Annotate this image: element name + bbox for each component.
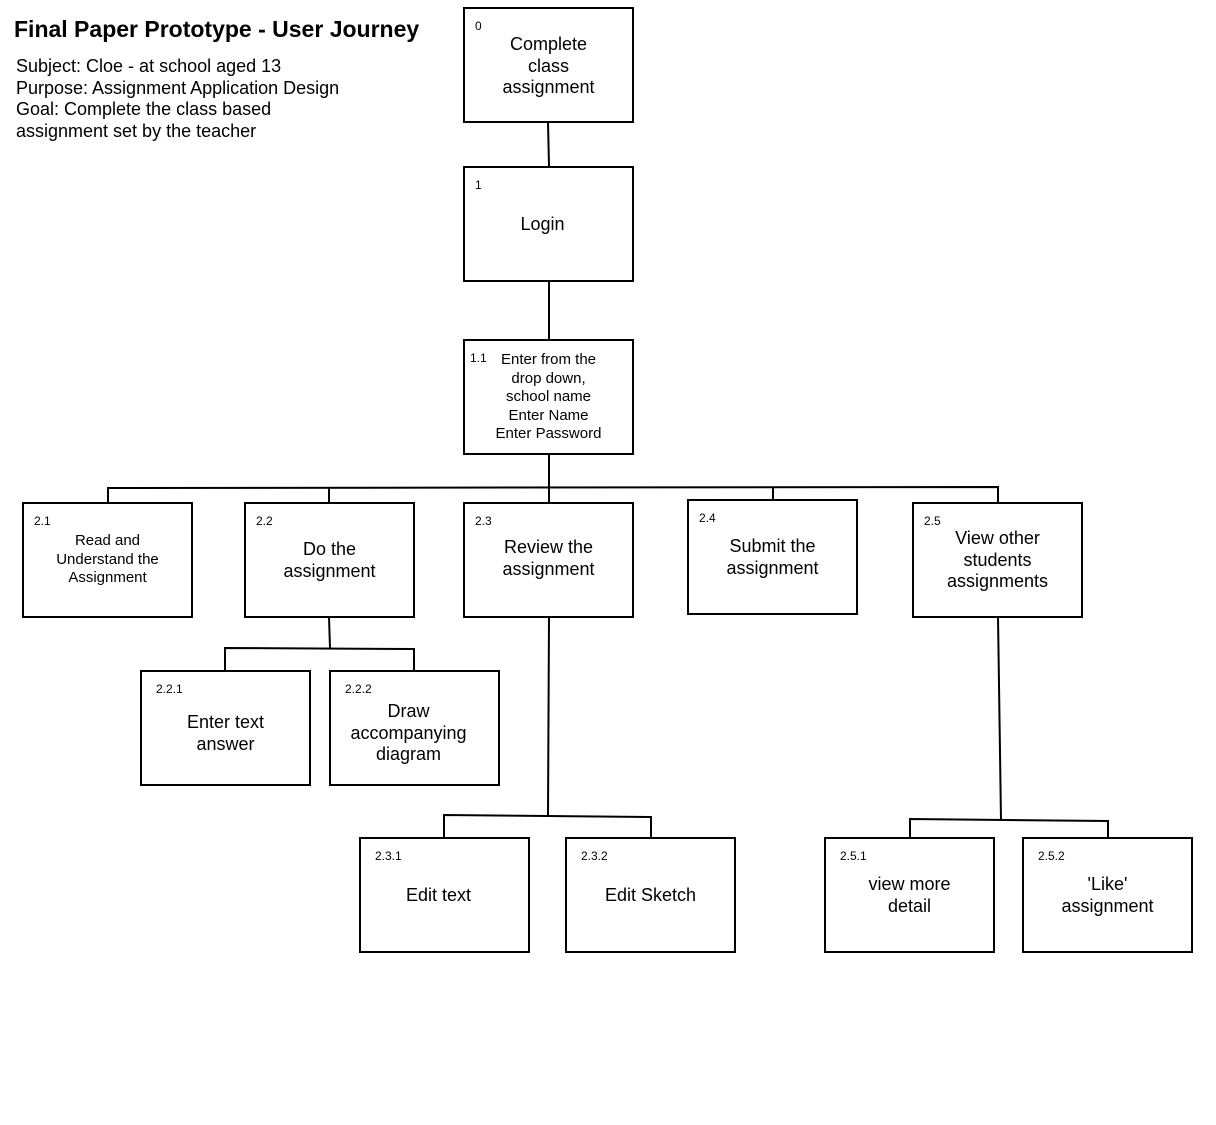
task-number: 1.1: [470, 351, 487, 365]
task-label: Enter text answer: [186, 712, 265, 754]
task-label: Draw accompanying diagram: [350, 701, 467, 764]
journey-info: Subject: Cloe - at school aged 13 Purpos…: [16, 56, 376, 142]
edge-0-1: [547, 121, 550, 168]
task-node-2-3: 2.3 Review the assignment: [463, 502, 634, 618]
task-number: 2.3.2: [581, 849, 608, 863]
edge-2.3-children: [443, 813, 652, 837]
task-label: Edit Sketch: [604, 885, 697, 905]
task-node-2-1: 2.1 Read and Understand the Assignment: [22, 502, 193, 618]
subject-line: Subject: Cloe - at school aged 13: [16, 56, 282, 76]
task-label: Submit the assignment: [726, 536, 819, 578]
purpose-line: Purpose: Assignment Application Design: [16, 77, 340, 98]
task-label: View other students assignments: [946, 528, 1049, 591]
edge-2.5-stem: [997, 616, 1002, 821]
task-label: Edit text: [405, 885, 472, 905]
task-number: 2.1: [34, 514, 51, 528]
goal-line-2: assignment set by the teacher: [16, 120, 257, 141]
task-number: 1: [475, 178, 482, 192]
task-node-2-2: 2.2 Do the assignment: [244, 502, 415, 618]
task-number: 2.2.1: [156, 682, 183, 696]
task-node-2-5-1: 2.5.1 view more detail: [824, 837, 995, 953]
task-number: 0: [475, 19, 482, 33]
task-node-1: 1 Login: [463, 166, 634, 282]
task-number: 2.5: [924, 514, 941, 528]
edge-2.2-children: [224, 646, 415, 670]
diagram-title: Final Paper Prototype - User Journey: [14, 16, 420, 42]
task-label: Login: [520, 214, 565, 234]
task-label: Do the assignment: [283, 539, 376, 581]
task-number: 2.3: [475, 514, 492, 528]
task-number: 2.2.2: [345, 682, 372, 696]
task-node-2-4: 2.4 Submit the assignment: [687, 499, 858, 615]
task-number: 2.4: [699, 511, 716, 525]
task-node-2-2-2: 2.2.2 Draw accompanying diagram: [329, 670, 500, 786]
goal-line-1: Goal: Complete the class based: [16, 99, 272, 119]
task-node-2-2-1: 2.2.1 Enter text answer: [140, 670, 311, 786]
task-number: 2.5.2: [1038, 849, 1065, 863]
task-node-0: 0 Complete class assignment: [463, 7, 634, 123]
task-label: Complete class assignment: [502, 34, 595, 97]
task-node-2-3-2: 2.3.2 Edit Sketch: [565, 837, 736, 953]
task-label: 'Like' assignment: [1061, 874, 1154, 916]
task-label: Enter from the drop down, school name En…: [495, 351, 602, 442]
edge-2.5-children: [909, 817, 1109, 837]
level2-bus: [107, 485, 999, 502]
task-number: 2.5.1: [840, 849, 867, 863]
task-number: 2.3.1: [375, 849, 402, 863]
task-label: view more detail: [868, 874, 951, 916]
edge-2.2-stem: [328, 616, 331, 649]
task-node-2-3-1: 2.3.1 Edit text: [359, 837, 530, 953]
task-number: 2.2: [256, 514, 273, 528]
task-node-1-1: 1.1 Enter from the drop down, school nam…: [463, 339, 634, 455]
task-label: Review the assignment: [502, 537, 595, 579]
edge-2.3-stem: [547, 616, 550, 816]
task-label: Read and Understand the Assignment: [56, 532, 159, 586]
task-node-2-5: 2.5 View other students assignments: [912, 502, 1083, 618]
task-node-2-5-2: 2.5.2 'Like' assignment: [1022, 837, 1193, 953]
